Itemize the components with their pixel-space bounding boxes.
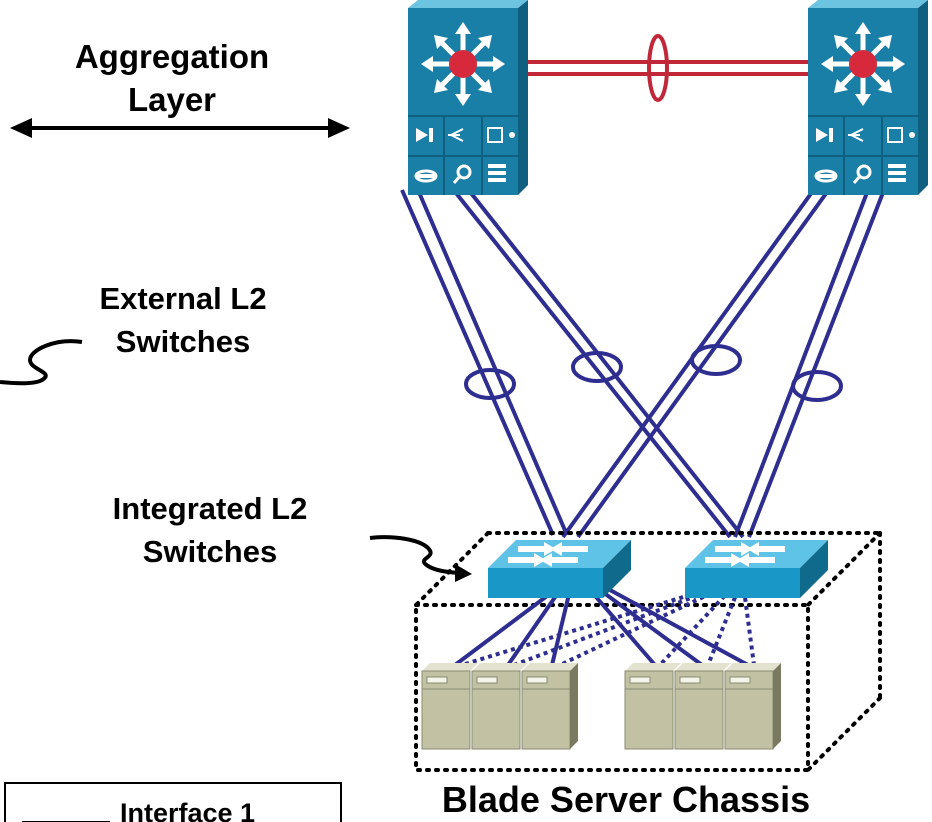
blade-server-bank-left: [422, 663, 578, 749]
legend: Interface 1: [4, 782, 342, 822]
uplinks: [400, 186, 886, 539]
external-label-line2: Switches: [116, 324, 250, 359]
aggregation-switch-left: [408, 0, 528, 195]
aggregation-switch-icon: [808, 0, 928, 195]
workgroup-switch-icon: [488, 540, 631, 598]
blade-server-bank-right: [625, 663, 781, 749]
chassis-label: Blade Server Chassis: [442, 779, 810, 820]
legend-item-1: Interface 1: [120, 798, 255, 822]
blade-server-icon: [625, 663, 781, 749]
downlinks: [453, 588, 756, 667]
integrated-label-line2: Switches: [143, 534, 277, 569]
aggregation-switch-right: [808, 0, 928, 195]
aggregation-arrow: [10, 118, 350, 138]
blade-chassis-outline: [414, 531, 882, 772]
integrated-pointer-arrow: [369, 535, 472, 582]
integrated-label-line1: Integrated L2: [113, 491, 308, 526]
aggregation-etherchannel: [527, 34, 818, 102]
integrated-switch-left: [488, 540, 631, 598]
external-label-line1: External L2: [99, 281, 266, 316]
aggregation-switch-icon: [408, 0, 528, 195]
aggregation-label-line1: Aggregation: [75, 38, 269, 75]
blade-server-icon: [422, 663, 578, 749]
aggregation-label-line2: Layer: [128, 81, 216, 118]
integrated-switch-right: [685, 540, 828, 598]
external-pointer-curve: [0, 339, 83, 386]
workgroup-switch-icon: [685, 540, 828, 598]
